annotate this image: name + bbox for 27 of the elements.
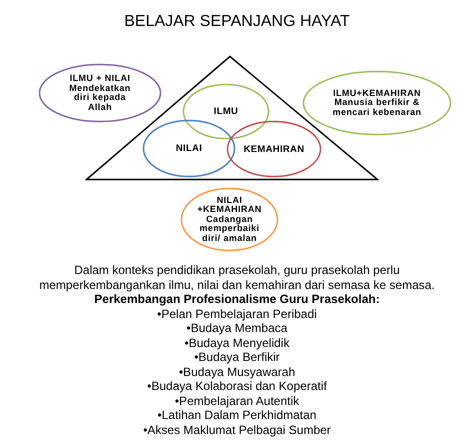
- oval-text: Mendekatkan diri kepada Allah: [68, 84, 132, 112]
- venn-circle: [226, 120, 322, 178]
- bullet-item: •Latihan Dalam Perkhidmatan: [158, 408, 316, 422]
- intro-paragraph: Dalam konteks pendidikan prasekolah, guru prasekolah perlu memperkembangankan ilmu, nilai dan kemahiran dari semasa ke semasa.: [38, 263, 436, 292]
- bullet-item: •Budaya Kolaborasi dan Koperatif: [147, 379, 327, 394]
- oval-node: [180, 187, 279, 252]
- bullet-item: •Akses Maklumat Pelbagai Sumber: [143, 422, 331, 437]
- oval-heading: ILMU+KEMAHIRAN: [333, 88, 421, 98]
- bullet-item: •Pelan Pembelajaran Peribadi: [157, 306, 317, 321]
- oval-text: Cadangan memperbaiki diri/ amalan: [198, 214, 260, 244]
- bullet-item: •Budaya Menyelidik: [184, 336, 290, 350]
- oval-text: Manusia berfikir & mencari kebenaran: [332, 98, 422, 118]
- venn-circle: [182, 83, 270, 140]
- bullet-item: •Pembelajaran Autentik: [174, 394, 300, 408]
- circle-label: KEMAHIRAN: [244, 144, 304, 154]
- circle-label: ILMU: [214, 106, 238, 117]
- circle-label: NILAI: [176, 143, 202, 154]
- oval-node: [38, 63, 162, 123]
- oval-node: [302, 70, 452, 136]
- bullet-item: •Budaya Musyawarah: [178, 364, 296, 379]
- title: BELAJAR SEPANJANG HAYAT: [124, 13, 350, 31]
- bullet-item: •Budaya Membaca: [186, 321, 288, 336]
- oval-heading: NILAI +KEMAHIRAN: [196, 196, 263, 215]
- oval-heading: ILMU + NILAI: [70, 74, 130, 84]
- bullet-item: •Budaya Berfikir: [194, 350, 280, 364]
- section-heading: Perkembangan Profesionalisme Guru Prasekolah:: [94, 292, 380, 306]
- venn-circle: [142, 119, 236, 178]
